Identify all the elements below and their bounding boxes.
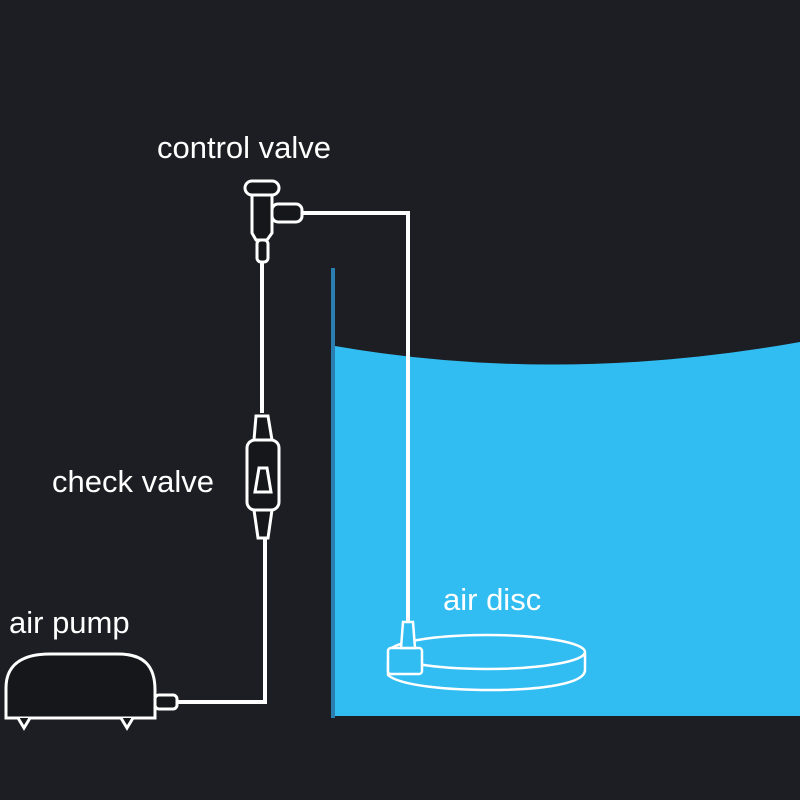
- check-valve-icon: [245, 414, 281, 540]
- check-valve-bottom-nozzle: [252, 508, 274, 540]
- check-valve-top-nozzle: [252, 414, 274, 442]
- check-valve-flap: [253, 466, 273, 494]
- air-pump-outlet: [153, 693, 179, 711]
- tank-water: [335, 342, 800, 716]
- control-valve-knob: [243, 179, 281, 197]
- check-valve-label: check valve: [52, 464, 214, 499]
- air-tubing: [178, 211, 410, 704]
- air-pump-label: air pump: [9, 605, 130, 640]
- control-valve-outlet: [270, 202, 304, 224]
- air-pump-icon: [4, 652, 179, 731]
- tube-control-valve-to-disc: [300, 211, 410, 622]
- air-pump-foot-right: [119, 717, 135, 731]
- air-pump-body: [4, 652, 157, 720]
- water-tank: [331, 268, 800, 718]
- control-valve-icon: [243, 179, 304, 264]
- control-valve-label: control valve: [157, 130, 332, 165]
- air-disc-icon: [386, 620, 587, 692]
- air-pump-foot-left: [16, 717, 32, 731]
- air-disc-connector-block: [386, 646, 424, 676]
- air-disc-nozzle: [399, 620, 417, 650]
- air-disc-label: air disc: [443, 582, 542, 617]
- tube-pump-to-check-valve: [178, 537, 267, 704]
- control-valve-inlet: [255, 238, 270, 264]
- control-valve-body: [250, 193, 274, 242]
